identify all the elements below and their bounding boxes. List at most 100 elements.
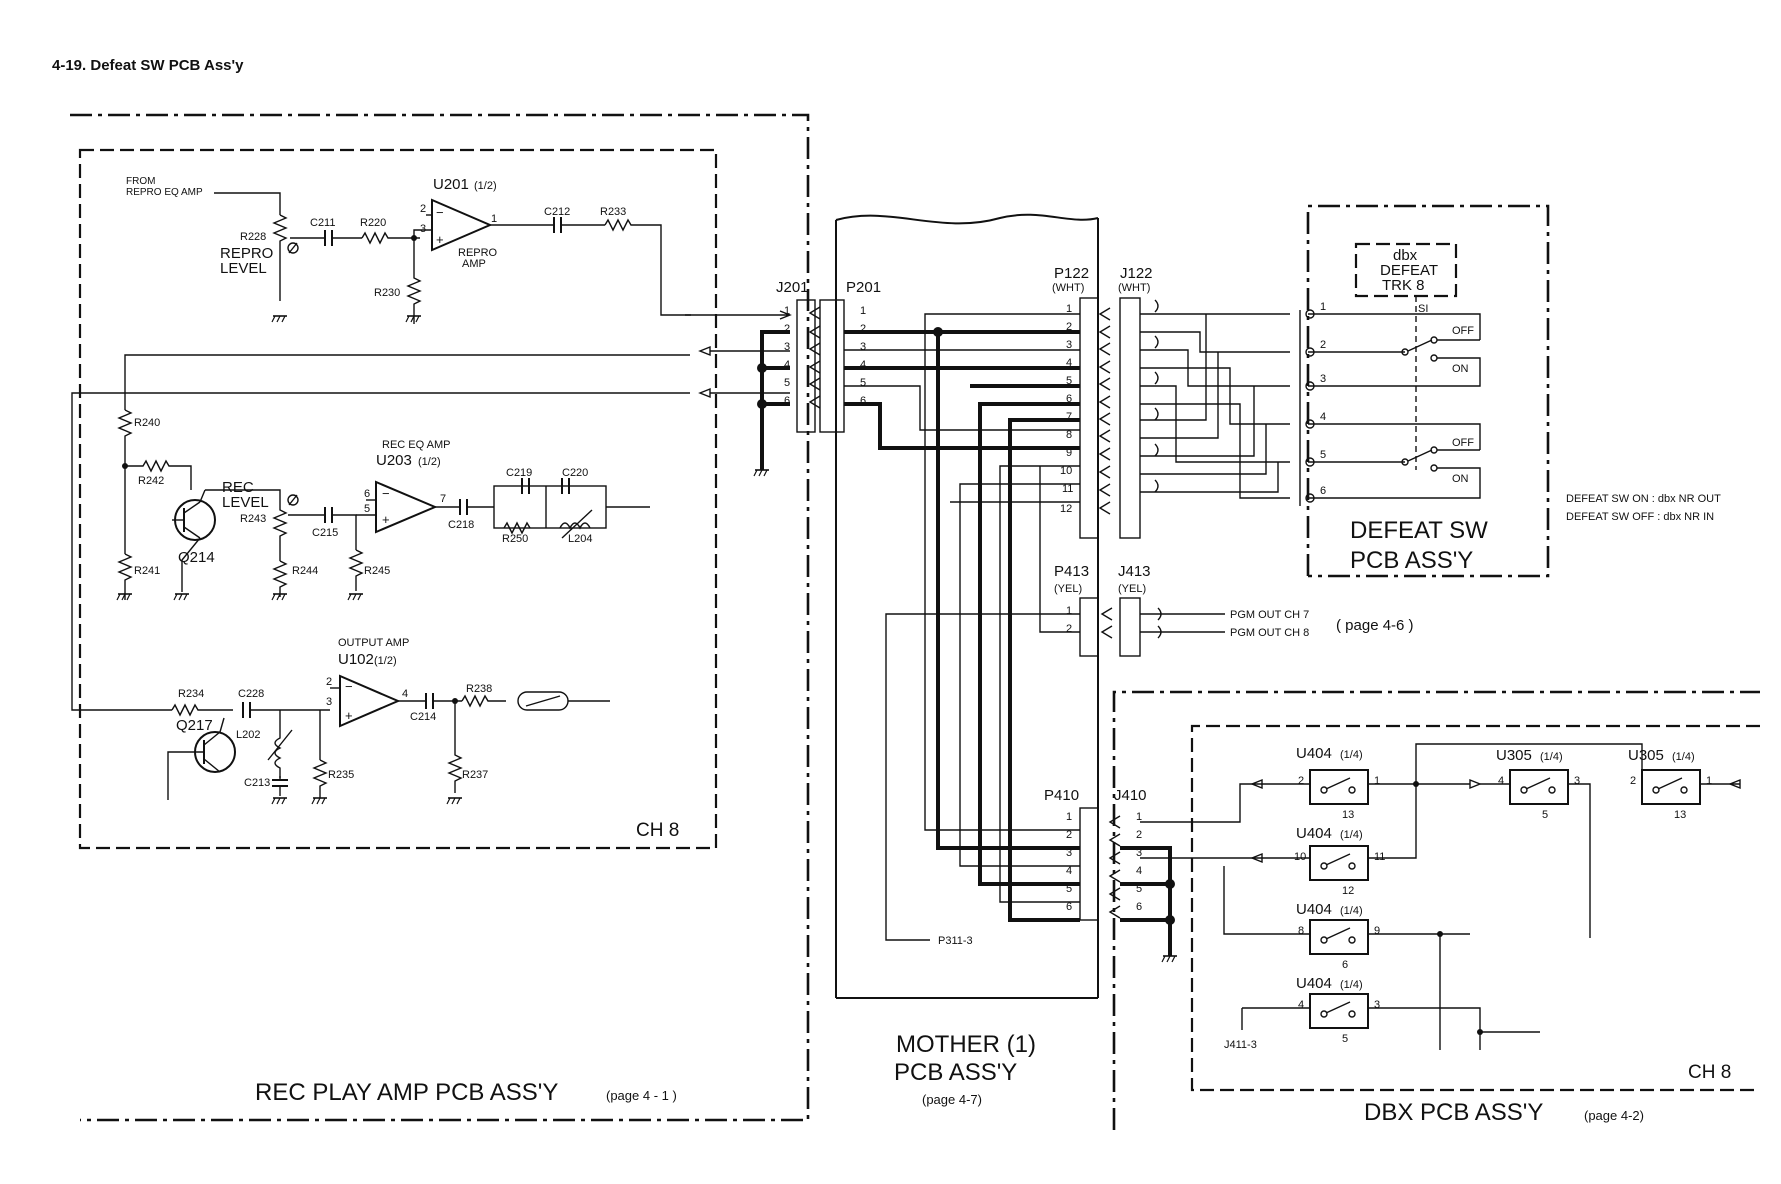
- svg-text:6: 6: [1066, 901, 1072, 913]
- svg-text:P413: P413: [1054, 563, 1089, 580]
- svg-text:7: 7: [1066, 411, 1072, 423]
- svg-text:3: 3: [1066, 339, 1072, 351]
- svg-text:R228: R228: [240, 231, 266, 243]
- svg-text:−: −: [436, 205, 444, 220]
- svg-text:TRK 8: TRK 8: [1382, 277, 1425, 294]
- svg-text:FROM: FROM: [126, 176, 155, 187]
- svg-text:AMP: AMP: [462, 258, 486, 270]
- svg-text:4: 4: [1298, 999, 1304, 1011]
- svg-text:(1/4): (1/4): [1672, 751, 1695, 763]
- svg-text:4: 4: [1498, 775, 1504, 787]
- svg-text:(1/4): (1/4): [1340, 829, 1363, 841]
- svg-text:R240: R240: [134, 417, 160, 429]
- u404-switch-a: U404 (1/4) 2 1 13: [1296, 745, 1380, 821]
- svg-text:C218: C218: [448, 519, 474, 531]
- svg-text:5: 5: [1136, 883, 1142, 895]
- svg-text:REPRO: REPRO: [220, 245, 273, 262]
- u404-switch-c: U404 (1/4) 8 9 6: [1296, 901, 1380, 971]
- svg-text:U404: U404: [1296, 975, 1332, 992]
- rec-play-ch: CH 8: [636, 820, 679, 841]
- svg-text:4: 4: [1066, 357, 1072, 369]
- svg-text:U102: U102: [338, 651, 374, 668]
- p122-j122-connector: P122 (WHT) J122 (WHT) 1 2 3 4 5 6 7 8 9 …: [1052, 265, 1159, 539]
- defeat-sw-block: dbx DEFEAT TRK 8 SI DEFEAT SW PCB ASS'Y …: [1140, 204, 1550, 578]
- rec-play-amp-block: REC PLAY AMP PCB ASS'Y (page 4 - 1 ) CH …: [70, 113, 810, 1122]
- svg-text:R245: R245: [364, 565, 390, 577]
- mother-page: (page 4-7): [922, 1092, 982, 1107]
- svg-text:OFF: OFF: [1452, 325, 1474, 337]
- svg-text:5: 5: [860, 377, 866, 389]
- svg-text:6: 6: [784, 395, 790, 407]
- svg-text:( page 4-6 ): ( page 4-6 ): [1336, 617, 1414, 634]
- svg-text:(WHT): (WHT): [1118, 282, 1150, 294]
- svg-text:(1/4): (1/4): [1340, 979, 1363, 991]
- svg-text:4: 4: [1320, 411, 1326, 423]
- svg-text:(YEL): (YEL): [1118, 583, 1146, 595]
- svg-text:LEVEL: LEVEL: [222, 494, 269, 511]
- p410-j410-connector: P410 J410 1 2 3 4 5 6 1 2 3 4 5 6: [1044, 787, 1178, 963]
- svg-text:6: 6: [1066, 393, 1072, 405]
- svg-text:PGM OUT CH 8: PGM OUT CH 8: [1230, 627, 1309, 639]
- svg-text:4: 4: [860, 359, 866, 371]
- svg-text:R244: R244: [292, 565, 318, 577]
- svg-text:+: +: [382, 512, 390, 527]
- svg-text:1: 1: [784, 305, 790, 317]
- page-title: 4-19. Defeat SW PCB Ass'y: [52, 57, 244, 74]
- svg-text:8: 8: [1066, 429, 1072, 441]
- svg-text:DEFEAT: DEFEAT: [1380, 262, 1438, 279]
- svg-text:C214: C214: [410, 711, 436, 723]
- svg-text:5: 5: [1320, 449, 1326, 461]
- defeat-title-2: PCB ASS'Y: [1350, 547, 1473, 574]
- svg-text:1: 1: [860, 305, 866, 317]
- rec-play-page: (page 4 - 1 ): [606, 1088, 677, 1103]
- u305-switch-a: U305 (1/4) 4 3 5: [1496, 747, 1580, 821]
- svg-text:3: 3: [1066, 847, 1072, 859]
- svg-text:U404: U404: [1296, 901, 1332, 918]
- svg-text:5: 5: [364, 503, 370, 515]
- svg-text:R235: R235: [328, 769, 354, 781]
- svg-text:11: 11: [1062, 483, 1073, 495]
- svg-text:R233: R233: [600, 206, 626, 218]
- svg-text:Q217: Q217: [176, 717, 213, 734]
- svg-text:J413: J413: [1118, 563, 1151, 580]
- svg-text:U203: U203: [376, 452, 412, 469]
- svg-text:4: 4: [402, 688, 408, 700]
- svg-text:R241: R241: [134, 565, 160, 577]
- svg-text:3: 3: [1374, 999, 1380, 1011]
- rec-play-title: REC PLAY AMP PCB ASS'Y: [255, 1079, 558, 1106]
- svg-text:J122: J122: [1120, 265, 1153, 282]
- svg-text:REC EQ AMP: REC EQ AMP: [382, 439, 450, 451]
- mother-pcb-block: MOTHER (1) PCB ASS'Y (page 4-7): [835, 213, 1099, 1107]
- svg-text:2: 2: [1136, 829, 1142, 841]
- svg-text:J410: J410: [1114, 787, 1147, 804]
- svg-text:C219: C219: [506, 467, 532, 479]
- svg-text:1: 1: [1320, 301, 1326, 313]
- svg-text:2: 2: [1066, 623, 1072, 635]
- svg-text:U305: U305: [1628, 747, 1664, 764]
- dbx-page: (page 4-2): [1584, 1108, 1644, 1123]
- svg-text:C211: C211: [310, 217, 335, 229]
- j201-connector: J201 1 2 3 4 5 6 P201 1 2 3 4 5 6: [685, 279, 881, 477]
- svg-text:REC: REC: [222, 479, 254, 496]
- svg-text:(1/2): (1/2): [374, 655, 397, 667]
- svg-text:6: 6: [860, 395, 866, 407]
- svg-text:5: 5: [1066, 375, 1072, 387]
- svg-text:(WHT): (WHT): [1052, 282, 1084, 294]
- svg-text:4: 4: [784, 359, 790, 371]
- mother-wiring: [844, 313, 1080, 922]
- svg-text:R242: R242: [138, 475, 164, 487]
- svg-text:(1/4): (1/4): [1540, 751, 1563, 763]
- svg-text:−: −: [345, 679, 353, 694]
- svg-text:R243: R243: [240, 513, 266, 525]
- dbx-pcb-block: DBX PCB ASS'Y (page 4-2) CH 8: [1112, 690, 1760, 1130]
- svg-text:2: 2: [1320, 339, 1326, 351]
- svg-text:REPRO: REPRO: [458, 247, 498, 259]
- dbx-title: DBX PCB ASS'Y: [1364, 1099, 1543, 1126]
- svg-text:OUTPUT AMP: OUTPUT AMP: [338, 637, 409, 649]
- svg-text:(1/2): (1/2): [418, 456, 441, 468]
- svg-text:REPRO EQ AMP: REPRO EQ AMP: [126, 187, 203, 198]
- svg-text:R237: R237: [462, 769, 488, 781]
- svg-text:(1/4): (1/4): [1340, 749, 1363, 761]
- svg-text:11: 11: [1374, 851, 1385, 863]
